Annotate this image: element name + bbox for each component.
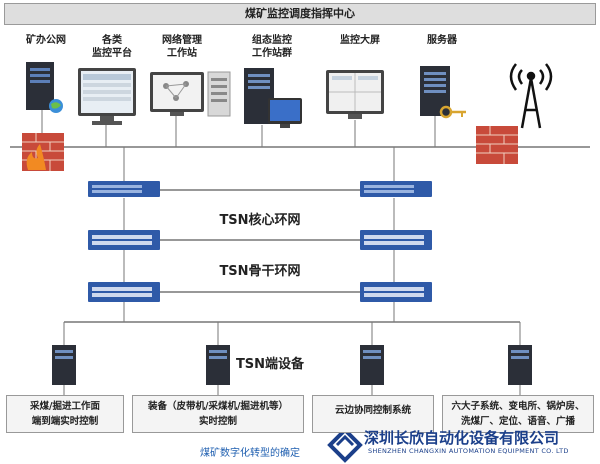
network-workstation-icon (150, 71, 231, 117)
label-network-workstation: 网络管理工作站 (162, 35, 202, 59)
label-monitor-wall: 监控大屏 (340, 35, 380, 46)
label-server: 服务器 (427, 35, 457, 46)
endpoint-device-3-icon (360, 345, 384, 385)
firewall-right-icon (476, 126, 518, 164)
brand-name-en: SHENZHEN CHANGXIN AUTOMATION EQUIPMENT C… (368, 447, 569, 455)
endpoint-switch-left-icon (88, 282, 160, 302)
endpoint-layer-label: TSN端设备 (235, 357, 305, 372)
label-scada-workstations: 组态监控工作站群 (252, 35, 292, 59)
backbone-ring-label: TSN骨干环网 (219, 264, 301, 279)
monitor-wall-icon (326, 70, 384, 119)
brand-logo-icon (327, 427, 363, 463)
backbone-switch-left-icon (88, 230, 160, 250)
firewall-left-icon (22, 133, 64, 171)
endpoint-switch-right-icon (360, 282, 432, 302)
core-ring-label: TSN核心环网 (219, 213, 301, 228)
key-icon (439, 105, 466, 119)
core-switch-right-icon (360, 181, 432, 197)
box-cloud-edge-control: 云边协同控制系统 (312, 395, 434, 433)
endpoint-device-4-icon (508, 345, 532, 385)
box-subsystems: 六大子系统、变电所、锅炉房、洗煤厂、定位、语音、广播 (442, 395, 594, 433)
label-monitor-platforms: 各类监控平台 (92, 35, 132, 59)
page-title: 煤矿监控调度指挥中心 (4, 3, 596, 25)
server-icon (420, 66, 466, 119)
monitor-platform-icon (78, 68, 136, 125)
core-switch-left-icon (88, 181, 160, 197)
box-face-control: 采煤/掘进工作面端到端实时控制 (6, 395, 124, 433)
scada-workstation-icon (244, 68, 302, 128)
backbone-switch-right-icon (360, 230, 432, 250)
endpoint-device-2-icon (206, 345, 230, 385)
antenna-tower-icon (509, 63, 553, 129)
brand-name-cn: 深圳长欣自动化设备有限公司 (364, 429, 560, 447)
figure-caption: 煤矿数字化转型的确定 (200, 448, 300, 459)
office-tower-icon (26, 62, 63, 113)
box-equipment-control: 装备（皮带机/采煤机/掘进机等）实时控制 (132, 395, 304, 433)
fire-icon (26, 144, 46, 170)
label-office-network: 矿办公网 (26, 35, 66, 46)
endpoint-device-1-icon (52, 345, 76, 385)
